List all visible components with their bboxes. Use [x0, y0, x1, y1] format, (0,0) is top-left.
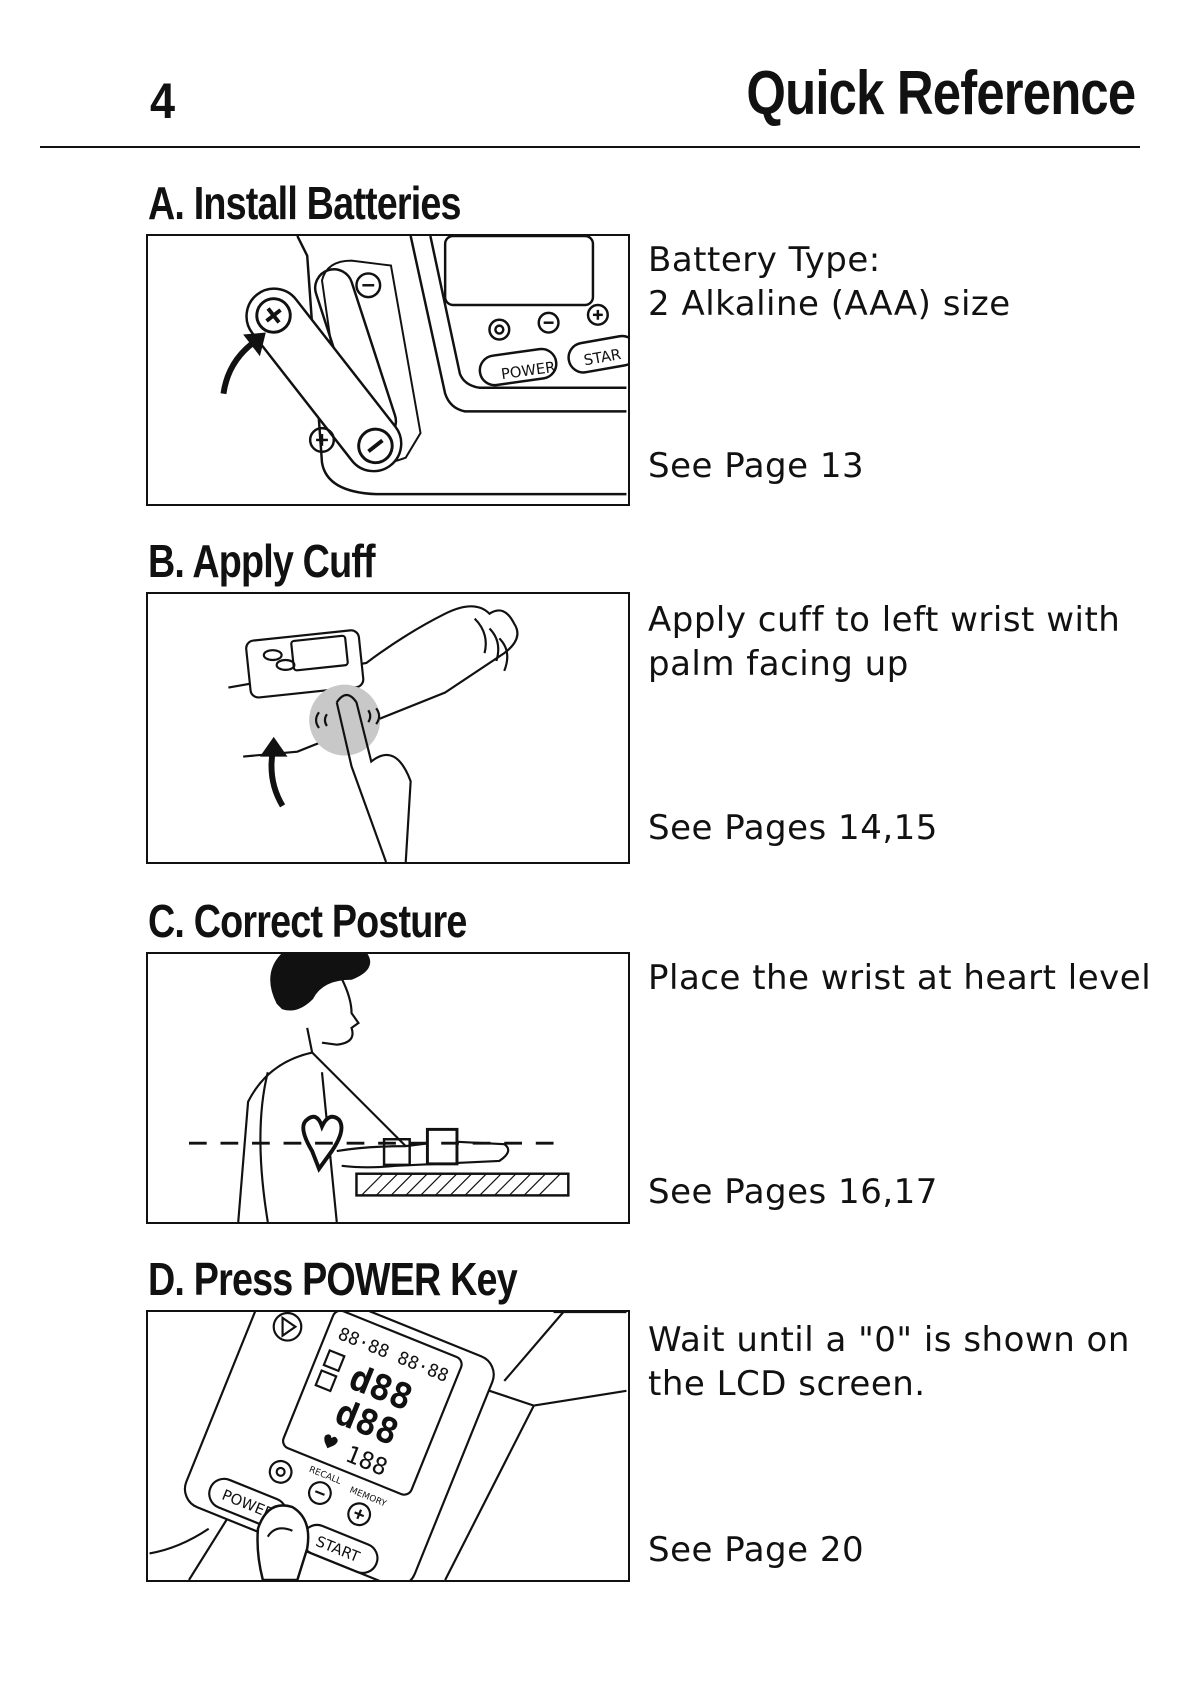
section-d-heading: D. Press POWER Key: [148, 1253, 518, 1305]
description-line: Apply cuff to left wrist with: [648, 600, 1121, 640]
page-title: Quick Reference: [746, 59, 1136, 128]
install-batteries-illustration: POWER STAR: [146, 234, 630, 506]
section-b-page-reference: See Pages 14,15: [648, 808, 938, 848]
section-c-page-reference: See Pages 16,17: [648, 1172, 938, 1212]
description-line: the LCD screen.: [648, 1364, 926, 1404]
press-power-key-illustration: 88·88 88·88 d88 d88 188 RECALL MEMORY PO…: [146, 1310, 630, 1582]
description-line: 2 Alkaline (AAA) size: [648, 284, 1011, 324]
section-c-description: Place the wrist at heart level: [648, 956, 1152, 1000]
start-label: STAR: [582, 346, 622, 369]
page-number: 4: [150, 73, 176, 129]
section-c-heading: C. Correct Posture: [148, 895, 467, 947]
header-divider: [40, 146, 1140, 148]
section-a-description: Battery Type: 2 Alkaline (AAA) size: [648, 238, 1138, 326]
section-d-description: Wait until a "0" is shown on the LCD scr…: [648, 1318, 1138, 1406]
section-b-heading: B. Apply Cuff: [148, 535, 376, 587]
description-line: palm facing up: [648, 644, 909, 684]
section-a-heading: A. Install Batteries: [148, 177, 462, 229]
description-line: Wait until a "0" is shown on: [648, 1320, 1130, 1360]
section-d-page-reference: See Page 20: [648, 1530, 865, 1570]
section-b-description: Apply cuff to left wrist with palm facin…: [648, 598, 1138, 686]
description-line: Place the wrist at heart level: [648, 958, 1152, 998]
power-label: POWER: [500, 359, 557, 383]
apply-cuff-illustration: [146, 592, 630, 864]
section-a-page-reference: See Page 13: [648, 446, 865, 486]
description-line: Battery Type:: [648, 240, 881, 280]
correct-posture-illustration: [146, 952, 630, 1224]
